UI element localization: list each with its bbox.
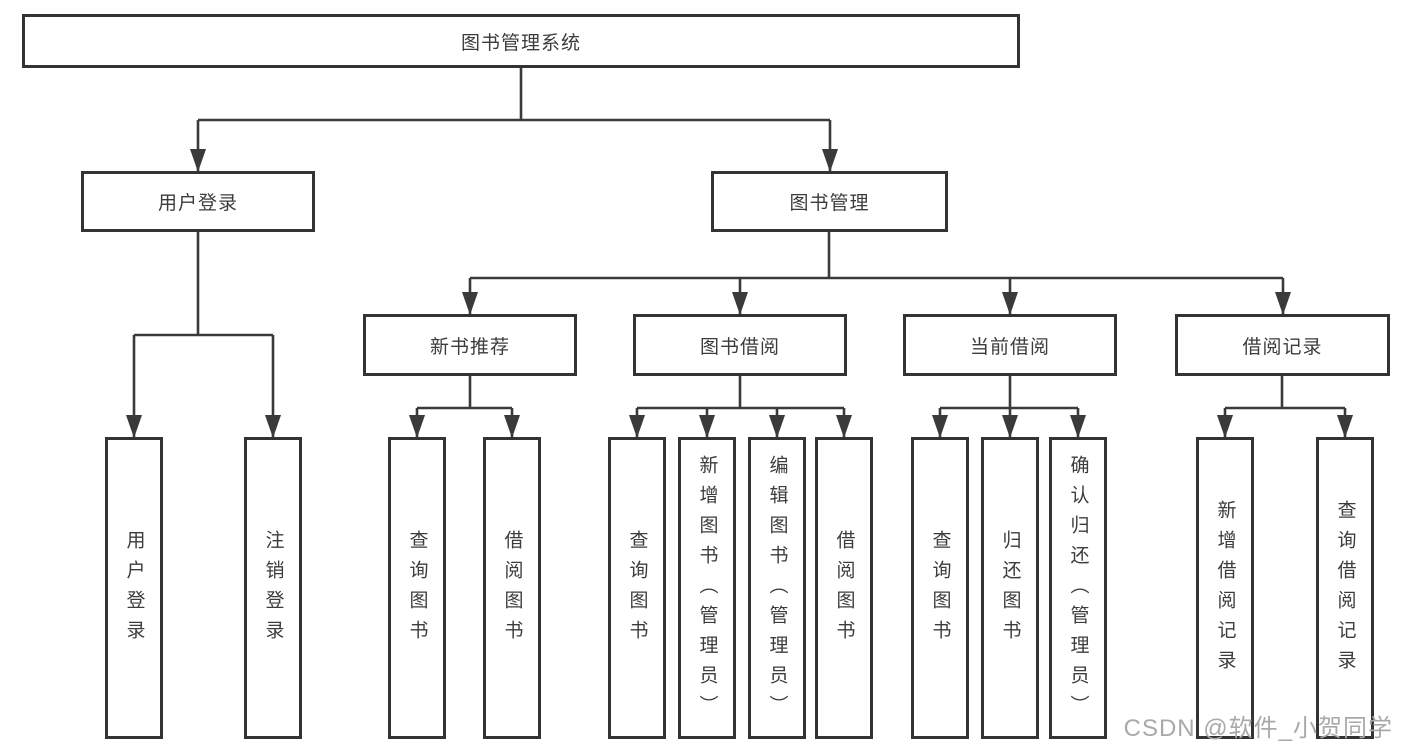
leaf-borrow-books-1: 借阅图书 [483, 437, 541, 739]
node-new-book-recommend: 新书推荐 [363, 314, 577, 376]
node-book-management: 图书管理 [711, 171, 948, 232]
leaf-return-books: 归还图书 [981, 437, 1039, 739]
leaf-confirm-return-admin: 确认归还（管理员） [1049, 437, 1107, 739]
node-borrowing-records: 借阅记录 [1175, 314, 1390, 376]
leaf-edit-books-admin: 编辑图书（管理员） [748, 437, 806, 739]
node-current-borrowing: 当前借阅 [903, 314, 1117, 376]
leaf-logout: 注销登录 [244, 437, 302, 739]
leaf-query-borrow-record: 查询借阅记录 [1316, 437, 1374, 739]
node-user-login: 用户登录 [81, 171, 315, 232]
csdn-watermark: CSDN @软件_小贺同学 [1123, 715, 1393, 742]
leaf-query-books-1: 查询图书 [388, 437, 446, 739]
node-root: 图书管理系统 [22, 14, 1020, 68]
leaf-add-books-admin: 新增图书（管理员） [678, 437, 736, 739]
leaf-query-books-2: 查询图书 [608, 437, 666, 739]
leaf-borrow-books-2: 借阅图书 [815, 437, 873, 739]
leaf-query-books-3: 查询图书 [911, 437, 969, 739]
node-book-borrowing: 图书借阅 [633, 314, 847, 376]
leaf-add-borrow-record: 新增借阅记录 [1196, 437, 1254, 739]
leaf-user-login: 用户登录 [105, 437, 163, 739]
